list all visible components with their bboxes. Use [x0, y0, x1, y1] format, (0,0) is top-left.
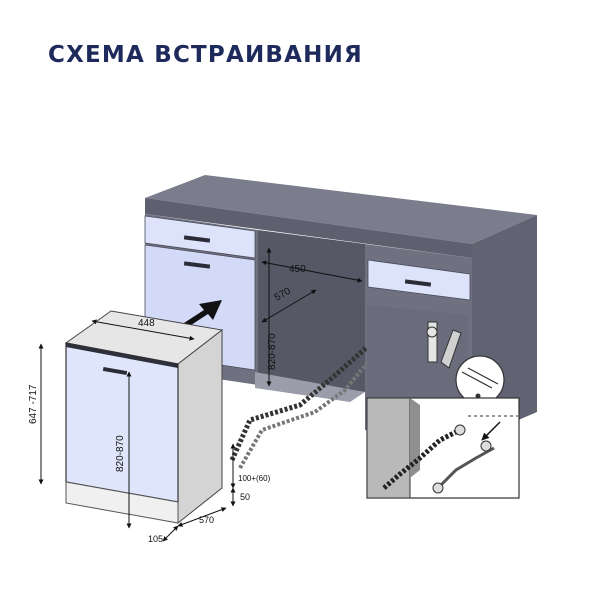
- page-title: СХЕМА ВСТРАИВАНИЯ: [48, 42, 363, 68]
- countertop-top: [145, 175, 537, 244]
- dishwasher-handle: [102, 366, 128, 376]
- bottom-depth-label: 570: [199, 515, 214, 525]
- drain-hose: [229, 346, 368, 462]
- water-drop-icon: [475, 393, 481, 399]
- inset-drain-hose: [382, 427, 462, 490]
- bottom-offset-label: 105: [148, 534, 163, 544]
- drain-pipe: [440, 329, 462, 369]
- inset-connector: [454, 424, 466, 436]
- dishwasher-width-label: 448: [138, 318, 155, 329]
- door-handle: [183, 261, 211, 269]
- dishwasher-door: [65, 342, 179, 503]
- connection-wall: [367, 305, 468, 405]
- niche-floor: [255, 372, 365, 402]
- inset-fitting-2: [480, 440, 492, 452]
- dishwasher: [64, 310, 224, 525]
- niche-height-label: 820-870: [267, 333, 278, 370]
- niche-width-label: 450: [289, 264, 306, 275]
- inset-fitting: [432, 482, 444, 494]
- plinth-gap-label: 50: [240, 492, 250, 502]
- connection-area: [367, 305, 505, 405]
- dishwasher-side: [177, 328, 223, 525]
- inset-arrow-icon: [481, 421, 501, 441]
- tap-icon: [426, 326, 438, 338]
- control-strip: [66, 343, 178, 368]
- left-drawer-front: [144, 215, 256, 259]
- dishwasher-dimensions: 448 647 -717 820-870 100+(60) 50 570 105: [28, 318, 271, 544]
- inset-appliance-back: [410, 398, 420, 478]
- dishwasher-height-label: 647 -717: [28, 384, 39, 424]
- inset-detail: [366, 397, 520, 499]
- right-drawer-handle: [404, 279, 432, 287]
- water-valve-icon: [427, 321, 438, 363]
- plinth-height-label: 100+(60): [238, 474, 271, 483]
- right-drawer-front: [367, 259, 471, 301]
- countertop-front: [145, 198, 472, 258]
- drain-detail-pipe: [461, 367, 499, 389]
- drawer-handle: [183, 235, 211, 243]
- inset-inlet-hose: [436, 446, 495, 490]
- door-height-label: 820-870: [115, 435, 126, 472]
